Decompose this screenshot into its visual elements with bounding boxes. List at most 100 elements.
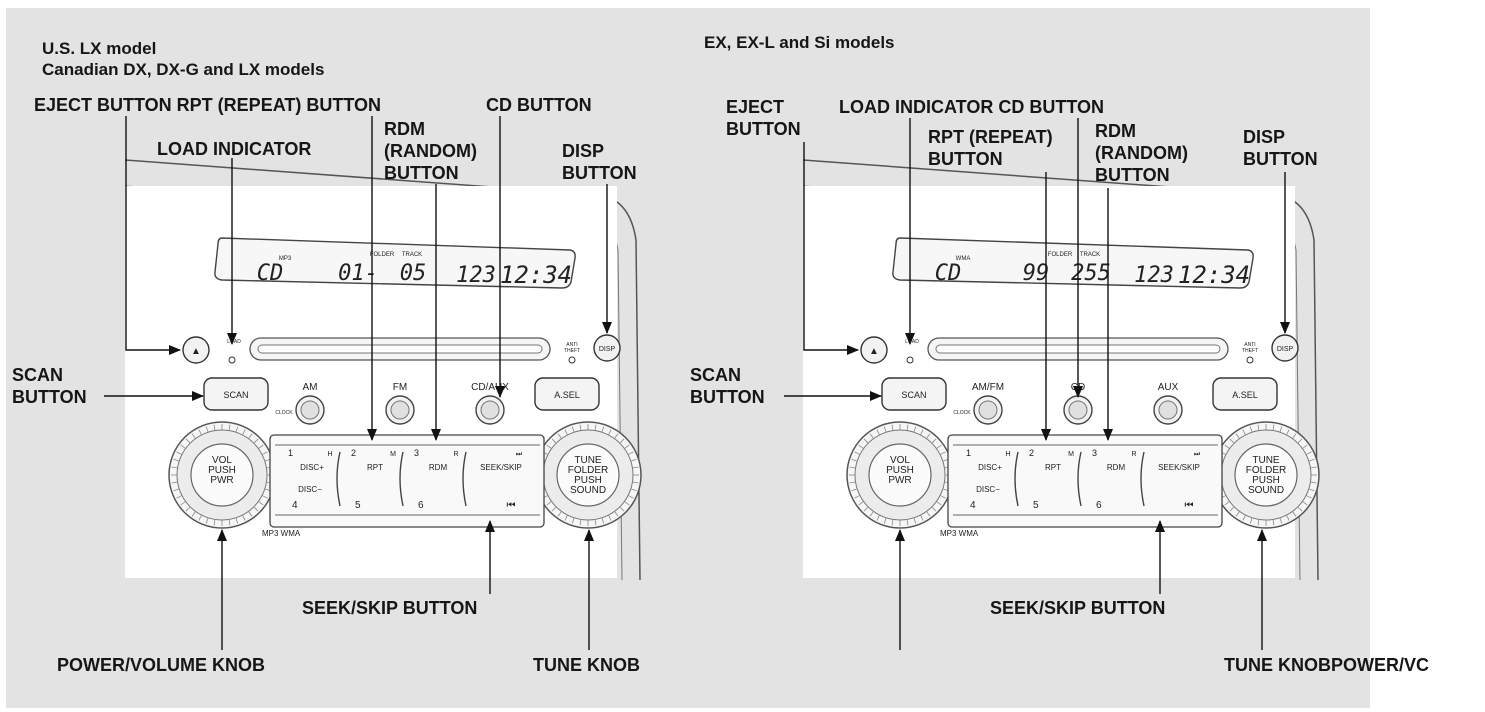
left-preset-number-bottom: 4 xyxy=(292,500,298,511)
left-preset-function: RDM xyxy=(429,463,448,472)
left-preset-number-bottom: ⏮ xyxy=(507,500,516,511)
left-tune-knob-knurl-tick xyxy=(614,511,619,517)
right-tune-knob-knurl-tick xyxy=(1279,517,1283,524)
left-disc-minus-label: DISC− xyxy=(298,485,322,494)
left-asel-button xyxy=(534,377,600,411)
right-volume-knob-knurl-tick xyxy=(891,424,894,431)
right-tune-knob-knurl-tick xyxy=(1224,501,1230,506)
label-seek-skip-button-right: SEEK/SKIP BUTTON xyxy=(990,598,1166,618)
label-disp-button-right: DISP BUTTON xyxy=(1243,127,1318,169)
right-volume-knob-knurl-tick xyxy=(883,517,887,524)
left-tune-knob-knurl-tick xyxy=(594,519,597,526)
right-tune-knob-knurl-tick xyxy=(1286,514,1290,521)
right-volume-knob-knurl-tick xyxy=(936,501,942,506)
right-volume-knob-knurl-tick xyxy=(939,495,946,499)
right-tune-knob-knurl-tick xyxy=(1272,519,1275,526)
left-volume-knob-knurl-tick xyxy=(235,426,239,433)
right-preset-number-bottom: 6 xyxy=(1096,500,1102,511)
right-preset-number: 3 xyxy=(1092,448,1097,458)
label-disp-button: DISP BUTTON xyxy=(562,141,637,183)
left-preset-function: SEEK/SKIP xyxy=(480,463,522,472)
right-tune-knob-cap xyxy=(1234,443,1298,507)
right-preset-number: 1 xyxy=(966,448,971,458)
left-display-track-tag: TRACK xyxy=(402,252,422,258)
right-preset-panel xyxy=(947,434,1223,528)
label-scan-button-right: SCAN BUTTON xyxy=(690,365,765,407)
right-volume-knob-knurl-tick xyxy=(939,451,946,455)
leader-left-eject xyxy=(125,116,181,355)
left-tune-knob-knurl-tick xyxy=(608,514,612,521)
left-tune-knob-knurl-tick xyxy=(571,517,575,524)
right-preset-mark: R xyxy=(1131,451,1136,458)
left-preset-number: 3 xyxy=(414,448,419,458)
right-tune-knob-knurl-tick xyxy=(1302,444,1308,449)
left-tune-knob-knurl-tick xyxy=(557,511,562,517)
left-tune-knob-knurl-tick xyxy=(630,458,637,462)
left-preset-divider xyxy=(399,451,404,507)
left-display-folder-tag: FOLDER xyxy=(370,252,395,258)
right-volume-knob-knurl-tick xyxy=(913,426,917,433)
left-model-title-line1: U.S. LX model xyxy=(42,39,157,58)
left-volume-knob-knurl-tick xyxy=(242,514,246,521)
right-volume-knob-knurl-tick xyxy=(876,429,880,436)
right-tune-knob-knurl-tick xyxy=(1308,458,1315,462)
right-tune-knob-knurl-tick xyxy=(1229,438,1235,444)
right-volume-knob-knurl-tick xyxy=(869,433,874,439)
left-volume-knob-knurl-tick xyxy=(205,426,209,433)
left-volume-knob-knurl-tick xyxy=(213,424,216,431)
right-display-track: 255 xyxy=(1071,261,1111,286)
right-model-title: EX, EX-L and Si models xyxy=(704,33,895,52)
left-disp-text: DISP xyxy=(599,346,616,353)
right-tune-knob-knurl-tick xyxy=(1292,511,1297,517)
left-tune-knob-knurl-tick xyxy=(608,429,612,436)
left-volume-knob-knurl-tick xyxy=(198,429,202,436)
right-tune-knob-knurl-tick xyxy=(1310,481,1317,484)
leader-right-eject xyxy=(803,142,859,355)
left-preset-number: 1 xyxy=(288,448,293,458)
left-tune-knob-knurl-tick xyxy=(619,438,625,444)
left-volume-knob-knurl-tick xyxy=(248,433,253,439)
right-volume-knob-knurl-tick xyxy=(851,458,858,462)
right-display-track-tag: TRACK xyxy=(1080,252,1100,258)
right-volume-knob-knurl-tick xyxy=(858,444,864,449)
left-volume-knob-knurl-tick xyxy=(176,495,183,499)
right-display-source: CD xyxy=(935,261,962,286)
left-tune-knob-knurl-tick xyxy=(630,488,637,492)
left-volume-knob-knurl-tick xyxy=(228,519,231,526)
left-tune-knob-knurl-tick xyxy=(627,495,634,499)
right-volume-knob-knurl-tick xyxy=(849,466,856,469)
right-tune-knob-knurl-tick xyxy=(1286,429,1290,436)
left-preset-number-bottom: 5 xyxy=(355,500,361,511)
right-scan-button xyxy=(881,377,947,411)
right-preset-function: DISC+ xyxy=(978,463,1002,472)
right-tune-knob-knurl-tick xyxy=(1224,444,1230,449)
left-cd-slot xyxy=(257,344,543,354)
left-volume-knob-knurl-tick xyxy=(176,451,183,455)
left-volume-knob-knurl-tick xyxy=(253,506,259,512)
right-disc-minus-label: DISC− xyxy=(976,485,1000,494)
right-tune-knob-knurl-tick xyxy=(1292,433,1297,439)
left-preset-function: RPT xyxy=(367,463,383,472)
right-amfm-knob-center xyxy=(978,400,998,420)
right-volume-knob-knurl-tick xyxy=(926,433,931,439)
left-preset-mark: R xyxy=(453,451,458,458)
label-rdm-button: RDM (RANDOM) BUTTON xyxy=(384,119,477,183)
right-preset-function: SEEK/SKIP xyxy=(1158,463,1200,472)
left-volume-knob-knurl-tick xyxy=(261,451,268,455)
right-volume-knob-knurl-tick xyxy=(936,444,942,449)
right-display-folder: 99 xyxy=(1023,261,1050,286)
right-clock-label: CLOCK xyxy=(953,410,971,416)
left-load-indicator-led xyxy=(228,356,236,364)
label-eject-button: EJECT BUTTON xyxy=(726,97,801,139)
right-tune-knob-knurl-tick xyxy=(1305,495,1312,499)
right-volume-knob-knurl-tick xyxy=(926,511,931,517)
right-preset-mark: M xyxy=(1068,451,1074,458)
right-volume-knob-knurl-tick xyxy=(883,426,887,433)
left-volume-knob-knurl-tick xyxy=(258,444,264,449)
right-asel-button xyxy=(1212,377,1278,411)
left-display-track: 05 xyxy=(400,261,427,286)
right-disp-text: DISP xyxy=(1277,346,1294,353)
right-aux-knob-center xyxy=(1158,400,1178,420)
left-preset-mark: H xyxy=(327,451,332,458)
